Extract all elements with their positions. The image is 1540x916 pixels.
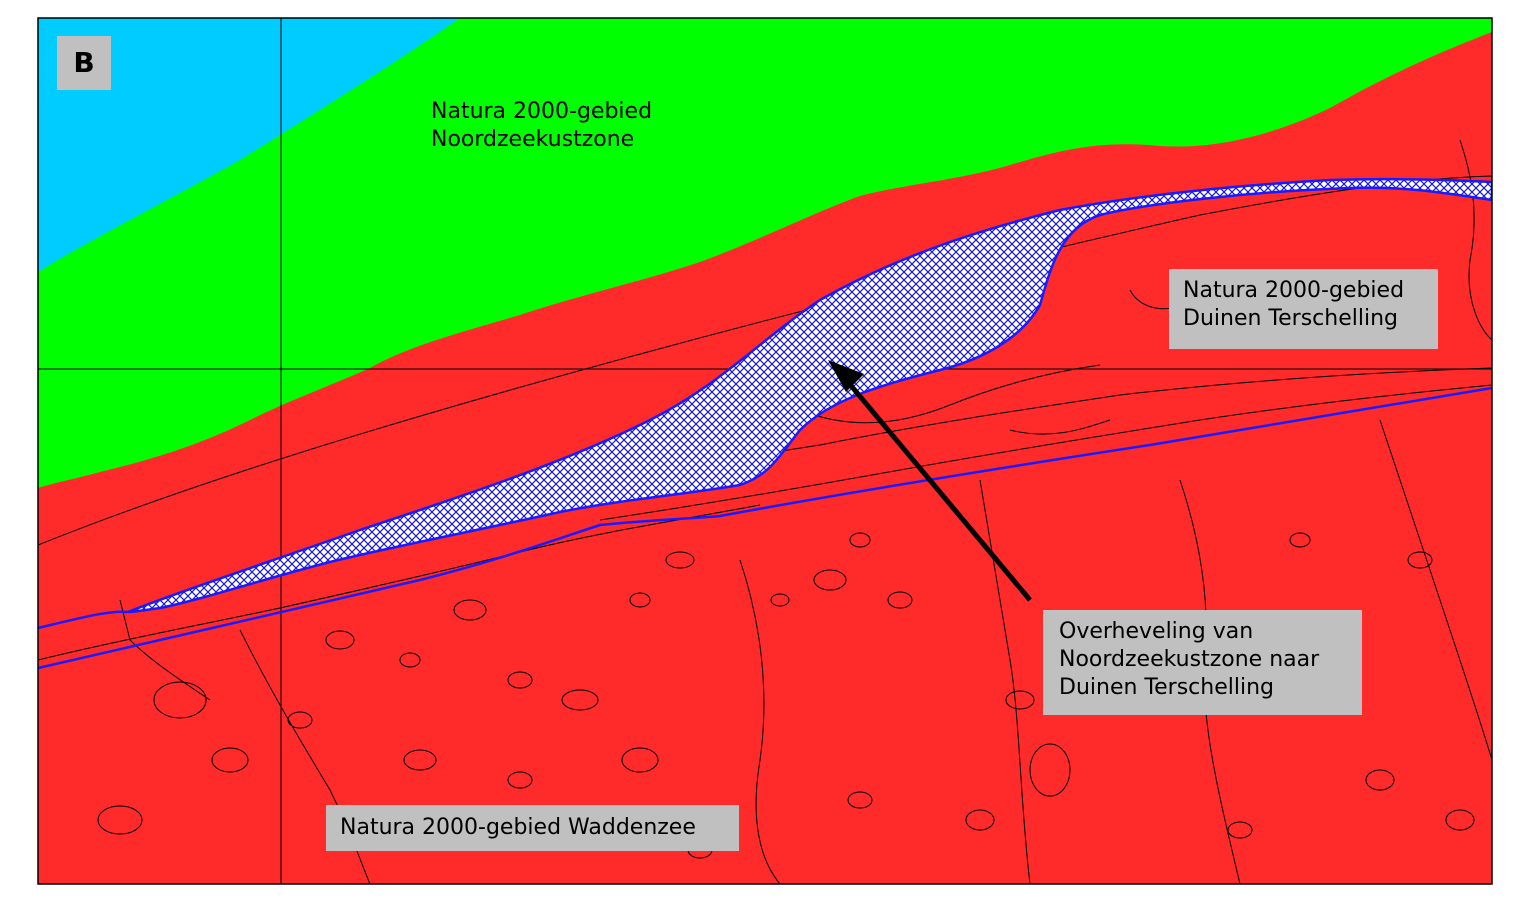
label-duinen-terschelling: Natura 2000-gebied Duinen Terschelling [1169, 269, 1438, 349]
noordzeekustzone-area [38, 18, 1492, 488]
label-noordzeekustzone: Natura 2000-gebied Noordzeekustzone [431, 98, 652, 154]
contour-lines [38, 139, 1492, 884]
label-waddenzee-line1: Natura 2000-gebied Waddenzee [340, 815, 696, 840]
label-noordzeekustzone-line1: Natura 2000-gebied [431, 99, 653, 124]
label-duinen-terschelling-line1: Natura 2000-gebied [1183, 278, 1405, 303]
panel-letter-label: B [57, 36, 111, 90]
transfer-area-hatched [127, 177, 1492, 614]
sea-area [38, 18, 460, 272]
arrow-line [846, 380, 1032, 602]
pool-outlines [97, 532, 1475, 859]
label-overheveling-line2: Noordzeekustzone naar [1059, 647, 1320, 672]
label-noordzeekustzone-line2: Noordzeekustzone [431, 127, 635, 152]
boundary-lines [38, 386, 1492, 670]
label-overheveling: Overheveling van Noordzeekustzone naar D… [1043, 610, 1362, 715]
label-waddenzee: Natura 2000-gebied Waddenzee [326, 805, 739, 851]
map-frame [37, 17, 1493, 885]
label-overheveling-line3: Duinen Terschelling [1059, 675, 1274, 700]
label-overheveling-line1: Overheveling van [1059, 619, 1254, 644]
arrow-head [828, 360, 864, 392]
label-duinen-terschelling-line2: Duinen Terschelling [1183, 306, 1398, 331]
